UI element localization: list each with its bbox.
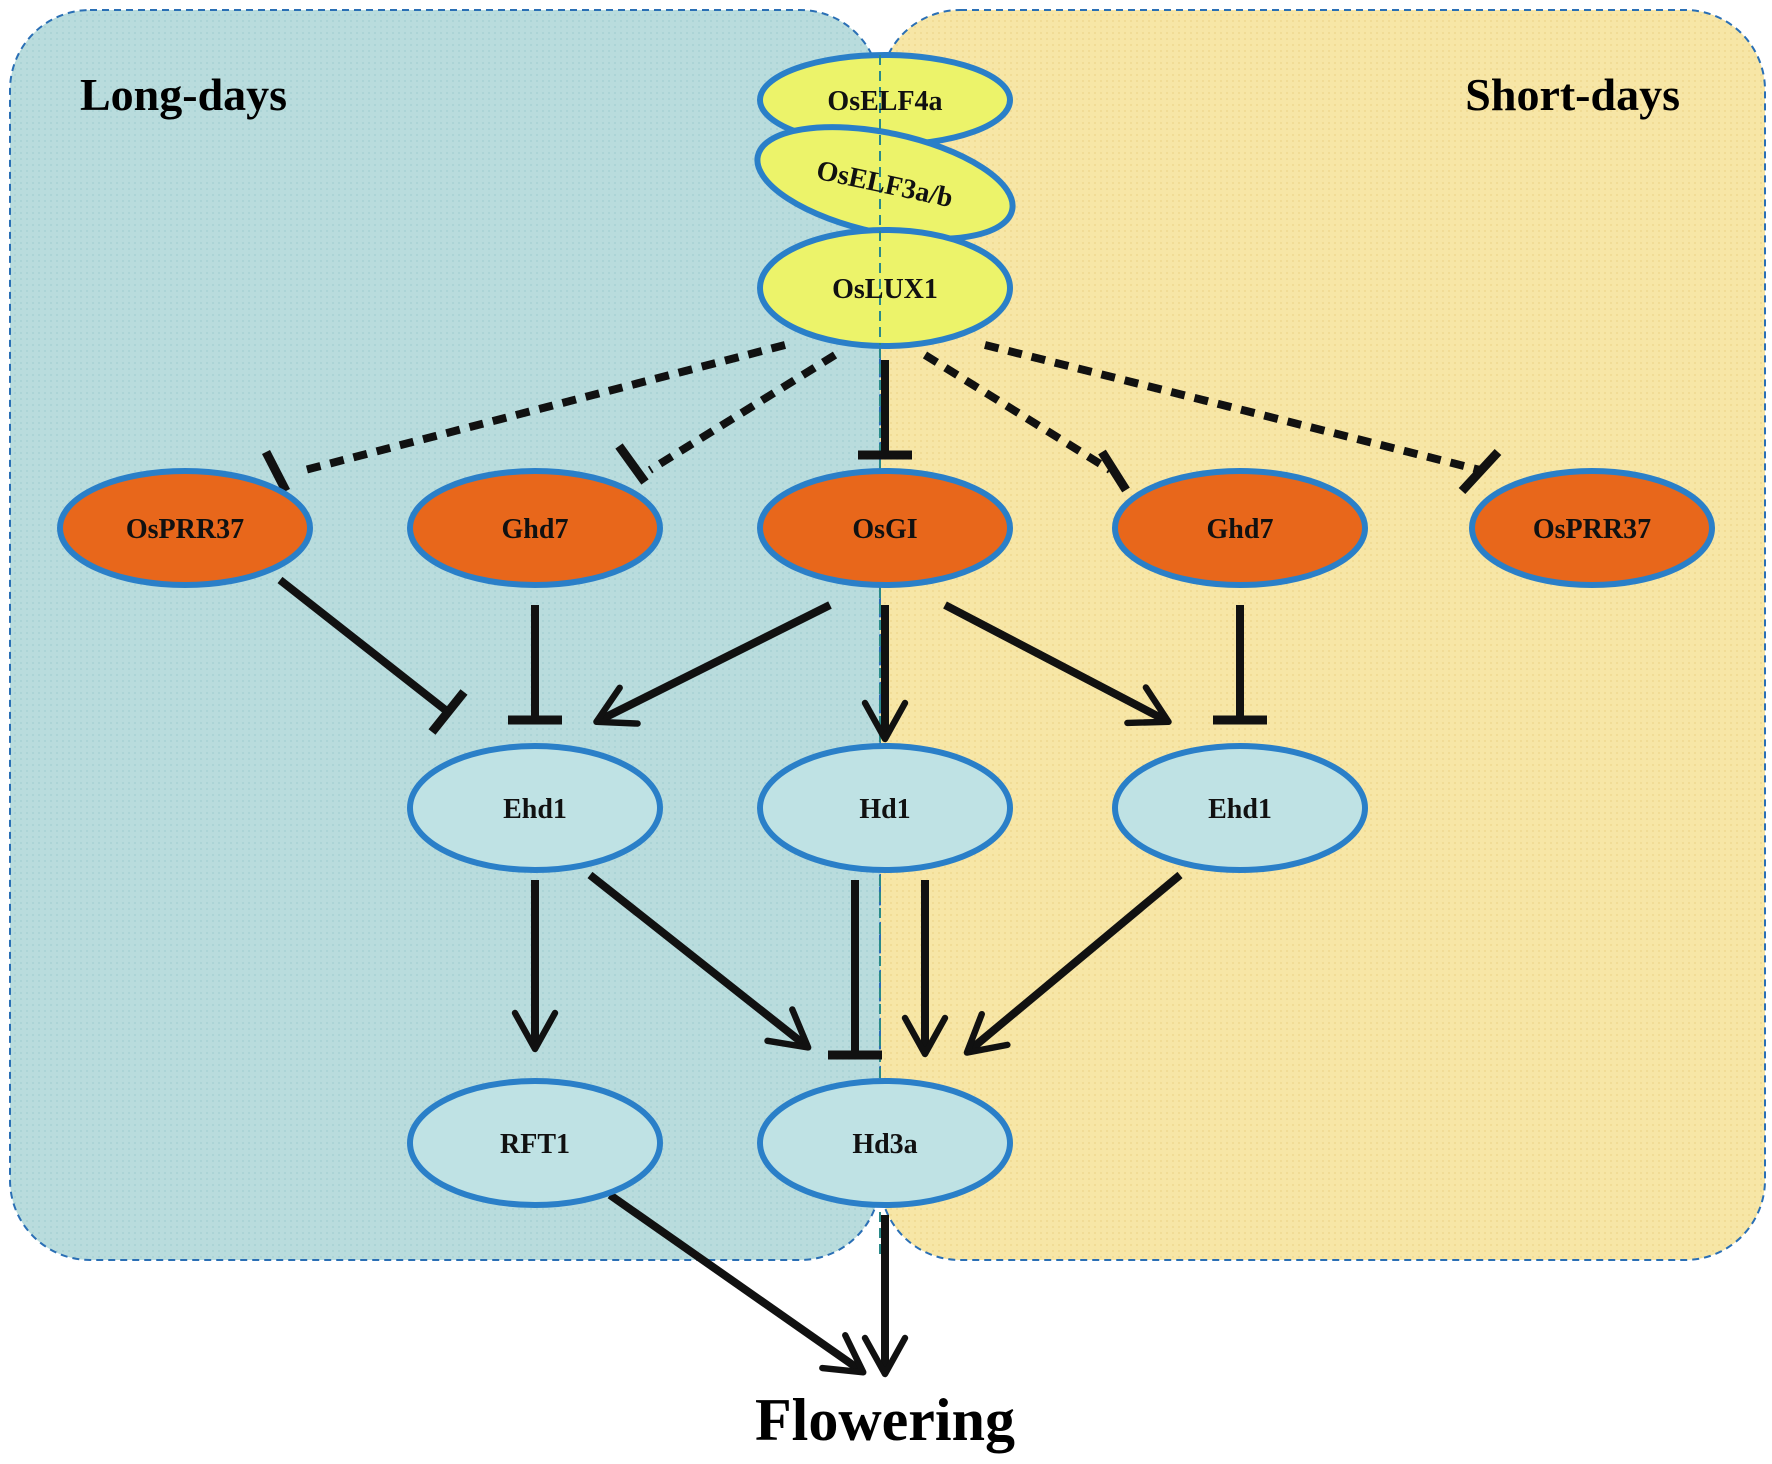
node-ghd7-sd	[1112, 468, 1368, 588]
node-ghd7-ld	[407, 468, 663, 588]
short-days-title: Short-days	[1465, 69, 1680, 120]
node-ehd1-ld	[407, 743, 663, 873]
node-osprr37-sd	[1469, 468, 1715, 588]
node-oslux1	[757, 227, 1013, 349]
long-days-region	[9, 9, 881, 1261]
label-hd3a: Hd3a	[852, 1129, 917, 1160]
label-ghd7-ld: Ghd7	[502, 514, 569, 545]
edge-osgi-ehd1-ld	[593, 601, 832, 727]
label-osprr37-ld: OsPRR37	[126, 514, 244, 545]
edge-hd1-hd3a-repress	[828, 880, 882, 1060]
repressor-nodes	[57, 468, 1715, 588]
edge-ehd1-ld-hd3a	[587, 871, 812, 1051]
edge-rft1-flowering	[607, 1191, 867, 1376]
edge-osgi-ehd1-sd	[943, 601, 1172, 727]
edge-ghd7-ld-ehd1-ld	[508, 605, 562, 725]
label-hd1: Hd1	[859, 794, 910, 825]
label-rft1: RFT1	[500, 1129, 570, 1160]
evening-complex	[754, 52, 1016, 349]
edges	[261, 341, 1502, 1378]
node-osgi	[757, 468, 1013, 588]
edge-ehd1-sd-hd3a	[963, 871, 1183, 1056]
node-hd3a	[757, 1078, 1013, 1208]
edge-oslux1-osgi	[858, 360, 912, 460]
label-osgi: OsGI	[852, 514, 917, 545]
edge-oslux1-osprr37-sd	[984, 341, 1502, 495]
node-osprr37-ld	[57, 468, 313, 588]
node-rft1	[407, 1078, 663, 1208]
node-hd1	[757, 743, 1013, 873]
label-oself4a: OsELF4a	[827, 86, 942, 117]
label-oslux1: OsLUX1	[832, 274, 938, 305]
edge-oslux1-ghd7-ld	[615, 351, 838, 485]
label-ghd7-sd: Ghd7	[1207, 514, 1274, 545]
target-nodes	[407, 743, 1368, 1208]
edge-oslux1-ghd7-sd	[922, 351, 1130, 493]
node-ehd1-sd	[1112, 743, 1368, 873]
edge-osprr37-ld-ehd1-ld	[277, 576, 468, 735]
label-ehd1-sd: Ehd1	[1208, 794, 1272, 825]
label-osprr37-sd: OsPRR37	[1533, 514, 1651, 545]
edge-ghd7-sd-ehd1-sd	[1213, 605, 1267, 725]
outcome-flowering: Flowering	[755, 1387, 1015, 1453]
label-ehd1-ld: Ehd1	[503, 794, 567, 825]
long-days-title: Long-days	[80, 69, 287, 120]
edge-oslux1-osprr37-ld	[261, 341, 787, 494]
